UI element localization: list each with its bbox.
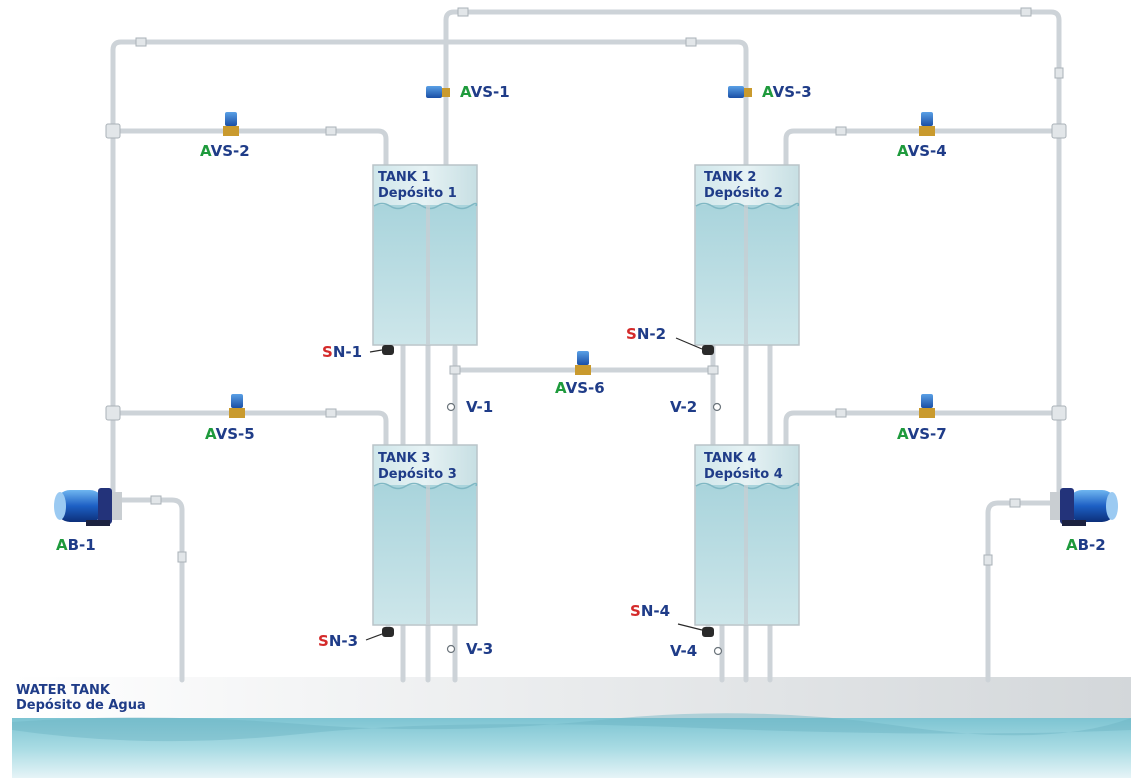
label-sn-3-prefix: S bbox=[318, 632, 329, 650]
label-avs-5-id: VS-5 bbox=[215, 425, 255, 443]
level-sensor-sn-3 bbox=[382, 627, 394, 637]
label-avs-7-id: VS-7 bbox=[907, 425, 947, 443]
pipe-network bbox=[110, 9, 1062, 683]
label-avs-3-prefix: A bbox=[762, 83, 773, 101]
level-sensor-sn-1 bbox=[382, 345, 394, 355]
label-v-3: V-3 bbox=[466, 640, 494, 658]
tank-2-title: TANK 2 bbox=[704, 170, 757, 185]
manual-valve-v-4 bbox=[713, 646, 723, 656]
label-avs-2: AVS-2 bbox=[200, 144, 250, 159]
label-sn-2-prefix: S bbox=[626, 325, 637, 343]
solenoid-valve-avs-4[interactable] bbox=[919, 112, 935, 136]
manual-valve-v-2 bbox=[712, 402, 722, 412]
label-sn-1-prefix: S bbox=[322, 343, 333, 361]
solenoid-valve-avs-6[interactable] bbox=[575, 351, 591, 375]
tank-4-title: TANK 4 bbox=[704, 451, 757, 466]
tank-2-subtitle: Depósito 2 bbox=[704, 186, 783, 201]
tank-1-label: TANK 1 Depósito 1 bbox=[378, 170, 457, 202]
label-avs-5-prefix: A bbox=[205, 425, 216, 443]
tank-3-subtitle: Depósito 3 bbox=[378, 467, 457, 482]
water-tank-title: WATER TANK bbox=[16, 683, 110, 698]
label-sn-4: SN-4 bbox=[630, 604, 670, 619]
label-avs-7: AVS-7 bbox=[897, 427, 947, 442]
tank-4-subtitle: Depósito 4 bbox=[704, 467, 783, 482]
level-sensor-sn-4 bbox=[702, 627, 714, 637]
label-avs-5: AVS-5 bbox=[205, 427, 255, 442]
sensor-leaders bbox=[365, 337, 703, 641]
label-ab-1-id: B-1 bbox=[67, 536, 96, 554]
label-v-2: V-2 bbox=[670, 398, 698, 416]
level-sensor-sn-2 bbox=[702, 345, 714, 355]
tank-3-title: TANK 3 bbox=[378, 451, 431, 466]
label-v-1: V-1 bbox=[466, 398, 494, 416]
label-ab-1: AB-1 bbox=[56, 538, 96, 553]
level-sensors bbox=[382, 345, 714, 637]
solenoid-valve-avs-5[interactable] bbox=[229, 394, 245, 418]
pump-ab-2[interactable] bbox=[1050, 488, 1118, 526]
tank-1-subtitle: Depósito 1 bbox=[378, 186, 457, 201]
label-ab-2: AB-2 bbox=[1066, 538, 1106, 553]
tank-2-label: TANK 2 Depósito 2 bbox=[704, 170, 783, 202]
solenoid-valve-avs-2[interactable] bbox=[223, 112, 239, 136]
internal-pipes bbox=[426, 205, 748, 625]
label-ab-1-prefix: A bbox=[56, 536, 68, 554]
tank-1-title: TANK 1 bbox=[378, 170, 431, 185]
manual-valve-v-1 bbox=[446, 402, 456, 412]
label-avs-1-id: VS-1 bbox=[470, 83, 510, 101]
label-sn-4-id: N-4 bbox=[640, 602, 671, 620]
label-avs-3: AVS-3 bbox=[762, 85, 812, 100]
label-avs-6: AVS-6 bbox=[555, 381, 605, 396]
manual-valves bbox=[446, 402, 723, 656]
label-sn-3-id: N-3 bbox=[328, 632, 359, 650]
water-reservoir bbox=[12, 677, 1131, 778]
label-avs-4: AVS-4 bbox=[897, 144, 947, 159]
solenoid-valve-avs-3[interactable] bbox=[728, 86, 752, 98]
tank-3-label: TANK 3 Depósito 3 bbox=[378, 451, 457, 483]
pipe-fittings bbox=[105, 7, 1067, 566]
water-tank-subtitle: Depósito de Agua bbox=[16, 698, 146, 713]
label-sn-2-id: N-2 bbox=[636, 325, 667, 343]
label-avs-2-id: VS-2 bbox=[210, 142, 250, 160]
manual-valve-v-3 bbox=[446, 644, 456, 654]
label-ab-2-prefix: A bbox=[1066, 536, 1078, 554]
tank-3-vessel bbox=[372, 444, 478, 626]
label-avs-4-prefix: A bbox=[897, 142, 908, 160]
pump-ab-1[interactable] bbox=[54, 488, 122, 526]
water-tank-label: WATER TANK Depósito de Agua bbox=[16, 683, 146, 713]
solenoid-valve-avs-7[interactable] bbox=[919, 394, 935, 418]
label-avs-6-prefix: A bbox=[555, 379, 566, 397]
tank-4-label: TANK 4 Depósito 4 bbox=[704, 451, 783, 483]
label-sn-1: SN-1 bbox=[322, 345, 362, 360]
label-v-4: V-4 bbox=[670, 642, 698, 660]
label-sn-3: SN-3 bbox=[318, 634, 358, 649]
label-sn-2: SN-2 bbox=[626, 327, 666, 342]
label-avs-1-prefix: A bbox=[460, 83, 471, 101]
label-avs-4-id: VS-4 bbox=[907, 142, 947, 160]
tank-1-vessel bbox=[372, 164, 478, 346]
solenoid-valve-avs-1[interactable] bbox=[426, 86, 450, 98]
label-avs-7-prefix: A bbox=[897, 425, 908, 443]
label-avs-2-prefix: A bbox=[200, 142, 211, 160]
label-sn-4-prefix: S bbox=[630, 602, 641, 620]
label-sn-1-id: N-1 bbox=[332, 343, 363, 361]
label-avs-6-id: VS-6 bbox=[565, 379, 605, 397]
label-avs-3-id: VS-3 bbox=[772, 83, 812, 101]
label-avs-1: AVS-1 bbox=[460, 85, 510, 100]
label-ab-2-id: B-2 bbox=[1077, 536, 1106, 554]
